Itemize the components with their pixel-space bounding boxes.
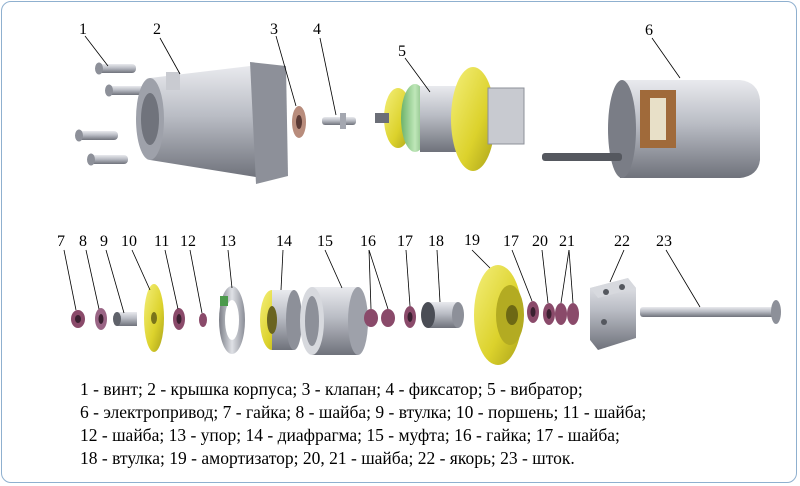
- label-21: 21: [559, 233, 575, 250]
- stop-part-13: [219, 286, 245, 354]
- label-2: 2: [153, 21, 161, 38]
- label-17b: 17: [503, 233, 519, 250]
- label-8: 8: [79, 233, 87, 250]
- label-12: 12: [180, 233, 196, 250]
- armature-part-22: [590, 278, 636, 350]
- electric-drive-part-6: [542, 80, 760, 178]
- washer-part-20: [543, 303, 555, 325]
- rod-part-23: [640, 300, 781, 324]
- parts-legend: 1 - винт; 2 - крышка корпуса; 3 - клапан…: [80, 378, 780, 470]
- washer-part-17b: [527, 301, 539, 323]
- washer-part-11: [173, 308, 185, 330]
- legend-line-1: 1 - винт; 2 - крышка корпуса; 3 - клапан…: [80, 379, 583, 399]
- washer-part-8: [95, 308, 107, 330]
- label-13: 13: [220, 233, 236, 250]
- label-10: 10: [121, 233, 137, 250]
- label-18: 18: [428, 233, 444, 250]
- label-11: 11: [154, 233, 169, 250]
- vibrator-part-5: [375, 67, 525, 171]
- label-1: 1: [79, 21, 87, 38]
- label-16: 16: [360, 233, 376, 250]
- retainer-part-4: [322, 113, 356, 129]
- label-22: 22: [614, 233, 630, 250]
- diaphragm-part-14: [260, 290, 302, 350]
- label-3: 3: [270, 21, 278, 38]
- label-7: 7: [57, 233, 65, 250]
- label-17a: 17: [397, 233, 413, 250]
- legend-line-3: 12 - шайба; 13 - упор; 14 - диафрагма; 1…: [80, 425, 620, 445]
- leader-lines: [63, 35, 701, 314]
- legend-line-4: 18 - втулка; 19 - амортизатор; 20, 21 - …: [80, 448, 575, 468]
- nut-part-7: [71, 310, 85, 328]
- housing-cover-part-2: [136, 62, 288, 184]
- washer-part-21: [555, 303, 579, 325]
- washer-part-17a: [404, 306, 416, 328]
- label-20: 20: [532, 233, 548, 250]
- coupling-part-15: [300, 287, 368, 355]
- label-6: 6: [645, 22, 653, 39]
- label-15: 15: [317, 233, 333, 250]
- piston-part-10: [144, 284, 164, 352]
- legend-line-2: 6 - электропривод; 7 - гайка; 8 - шайба;…: [80, 402, 647, 422]
- nut-part-16: [364, 309, 395, 327]
- label-19: 19: [464, 232, 480, 249]
- valve-part-3: [292, 106, 306, 138]
- damper-part-19: [474, 265, 524, 365]
- label-23: 23: [656, 233, 672, 250]
- bushing-part-9: [113, 312, 137, 326]
- label-4: 4: [313, 21, 321, 38]
- washer-part-12: [199, 313, 207, 327]
- bushing-part-18: [421, 302, 464, 328]
- label-9: 9: [100, 233, 108, 250]
- label-5: 5: [398, 43, 406, 60]
- label-14: 14: [276, 233, 292, 250]
- screw-part-1: [75, 62, 146, 166]
